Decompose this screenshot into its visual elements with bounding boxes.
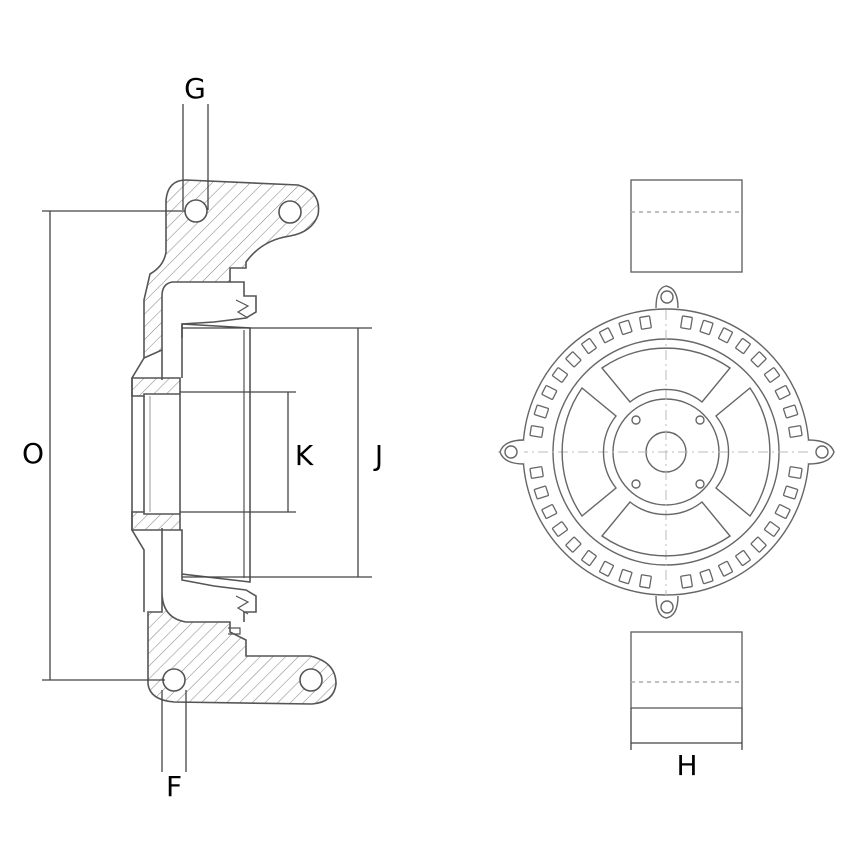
cooling-slot	[782, 404, 799, 419]
lower-flange	[147, 591, 337, 705]
cooling-slot	[551, 521, 569, 537]
cooling-slot	[618, 319, 633, 336]
cooling-slot	[581, 549, 597, 567]
lower-teeth	[228, 595, 250, 635]
hole-bottom-right	[299, 668, 323, 692]
hole-top-left	[184, 199, 208, 223]
cooling-slot	[565, 351, 582, 368]
cooling-slot	[699, 319, 714, 336]
cooling-slot	[699, 568, 714, 585]
hub-bolt-3	[631, 479, 641, 489]
hole-bottom-left	[162, 668, 186, 692]
ear-left	[499, 439, 525, 465]
cooling-slot	[718, 560, 733, 577]
dimension-label-g: G	[184, 72, 206, 105]
cooling-slot	[788, 425, 803, 438]
hub-bottom	[131, 511, 181, 531]
upper-teeth	[235, 299, 250, 319]
cooling-slot	[533, 404, 550, 419]
window-bottom	[600, 501, 732, 557]
hub-bore	[143, 394, 181, 514]
cooling-slot	[541, 504, 558, 519]
hub-bolt-2	[695, 415, 705, 425]
cooling-slot	[763, 367, 781, 383]
cooling-slot	[735, 337, 751, 355]
cooling-slot	[788, 466, 803, 479]
dimension-label-o: O	[21, 437, 45, 470]
inner-cavity	[180, 323, 251, 583]
cooling-slot	[680, 315, 693, 330]
dimension-lines-right	[630, 708, 743, 750]
window-top	[600, 347, 732, 403]
dimension-label-k: K	[294, 439, 314, 472]
hub-bolt-1	[631, 415, 641, 425]
cooling-slot	[565, 536, 582, 553]
dimension-label-f: F	[165, 770, 183, 803]
cooling-slot	[639, 315, 652, 330]
dimension-label-h: H	[676, 749, 698, 782]
section-view	[131, 179, 337, 705]
cooling-slot	[680, 574, 693, 589]
cooling-slot	[529, 466, 544, 479]
cooling-slot	[782, 485, 799, 500]
cooling-slot	[551, 367, 569, 383]
cooling-slot	[529, 425, 544, 438]
cooling-slot	[599, 560, 614, 577]
ear-top	[655, 285, 679, 309]
ear-right	[807, 439, 835, 465]
upper-inner-step	[181, 281, 257, 338]
cooling-slot	[541, 385, 558, 400]
cooling-slot	[599, 327, 614, 344]
window-left	[561, 386, 617, 518]
hole-top-right	[278, 200, 302, 224]
cooling-slot	[735, 549, 751, 567]
cooling-slot	[581, 337, 597, 355]
window-right	[715, 386, 771, 518]
lower-body-rect	[630, 631, 743, 709]
hub-bolt-4	[695, 479, 705, 489]
upper-body-rect	[630, 179, 743, 273]
cooling-slot	[774, 504, 791, 519]
lower-inner-step	[181, 574, 257, 622]
ear-bottom	[655, 595, 679, 619]
front-view	[498, 179, 836, 709]
cooling-slot	[750, 536, 767, 553]
cooling-slot	[533, 485, 550, 500]
cooling-slot	[718, 327, 733, 344]
cooling-slot	[618, 568, 633, 585]
cooling-slot	[639, 574, 652, 589]
cooling-slot	[774, 385, 791, 400]
cooling-slot	[763, 521, 781, 537]
cooling-slot	[750, 351, 767, 368]
dimension-lines-left	[42, 104, 372, 772]
cooling-slots	[529, 315, 803, 589]
hub-top	[131, 377, 181, 397]
dimension-label-j: J	[374, 439, 384, 472]
upper-flange	[143, 179, 320, 360]
